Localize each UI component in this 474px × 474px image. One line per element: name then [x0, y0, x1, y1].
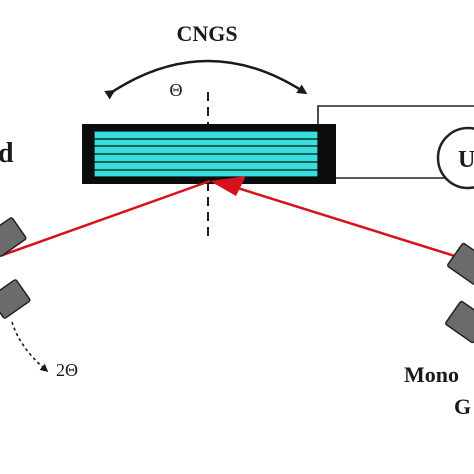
xray-beam [0, 176, 474, 264]
beam-arrowhead [210, 176, 246, 196]
monochromator-label-line1: Mono [404, 362, 459, 387]
detector-slits [0, 217, 31, 319]
voltage-source: U [436, 126, 474, 190]
rotation-theta-label: Θ [170, 80, 183, 100]
detector-rotation-arrow [11, 321, 49, 372]
rotation-arrow [104, 59, 308, 100]
monochromator-label-line2: G [454, 394, 471, 419]
sample-label: CNGS [176, 21, 237, 46]
sample-crystal [82, 124, 336, 184]
sample-layer-lines [94, 138, 318, 171]
monochromator-slits [445, 242, 474, 344]
incident-beam [227, 183, 474, 264]
diffracted-beam [0, 179, 211, 258]
voltage-label: U [458, 147, 474, 173]
detector-rotation-label: 2Θ [56, 360, 78, 380]
left-label-fragment: d [0, 138, 14, 169]
